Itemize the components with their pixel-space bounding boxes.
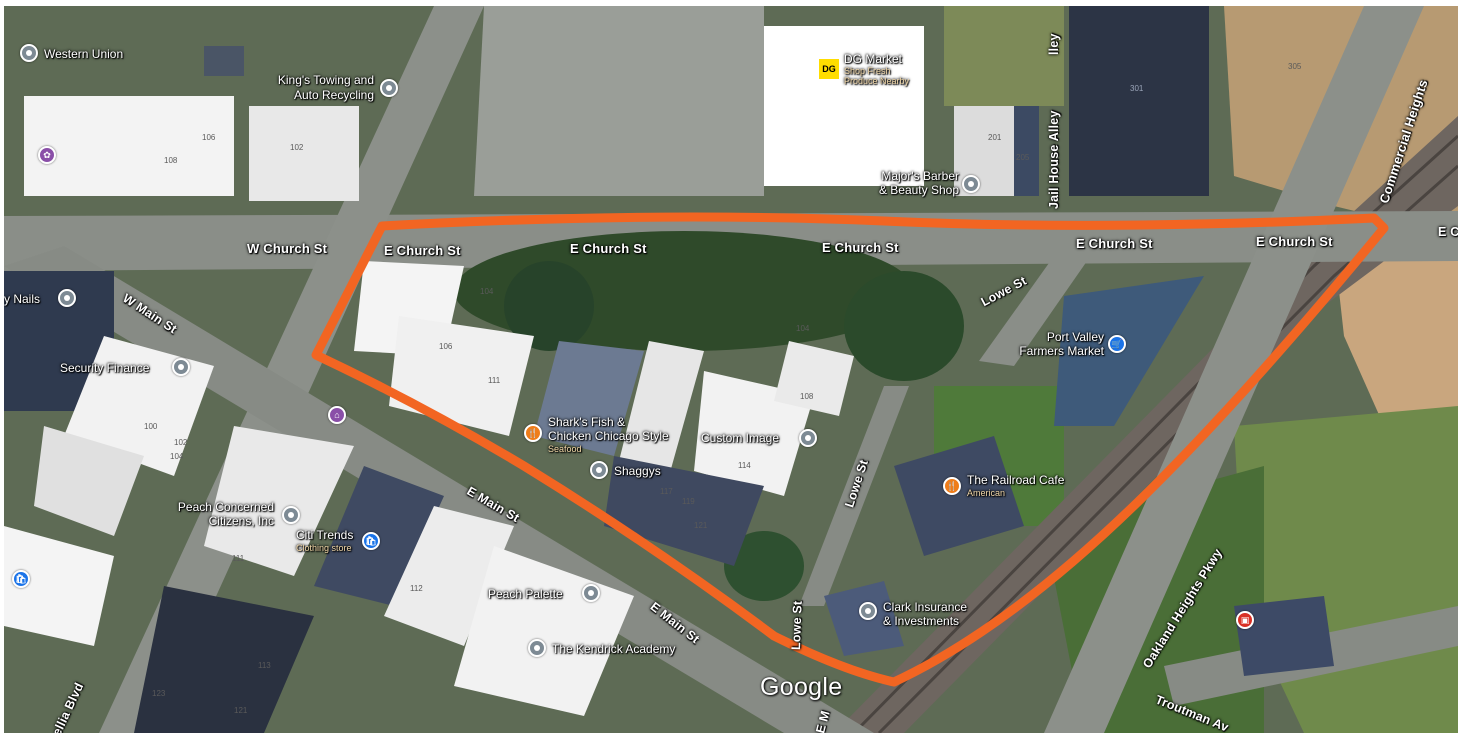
port-valley-shopping-cart-icon[interactable]: 🛒: [1108, 335, 1126, 353]
peach-palette-pin[interactable]: [582, 584, 600, 602]
sharks-label-2[interactable]: Chicken Chicago Style: [548, 429, 669, 443]
railroad-cafe-sub: American: [967, 488, 1006, 498]
dg-market-sub-1: Shop Fresh: [844, 66, 891, 76]
building-number: 305: [1288, 62, 1302, 71]
sharks-restaurant-fork-knife-icon[interactable]: 🍴: [524, 424, 542, 442]
port-valley-label-2[interactable]: Farmers Market: [1019, 344, 1104, 358]
western-union-pin[interactable]: [20, 44, 38, 62]
street-label-jail-house-alley: Jail House Alley: [1047, 110, 1061, 209]
building-number: 111: [488, 376, 501, 385]
sharks-sub: Seafood: [548, 444, 582, 454]
building-number: 121: [234, 706, 248, 715]
western-union-label[interactable]: Western Union: [44, 47, 124, 61]
custom-image-label[interactable]: Custom Image: [701, 431, 780, 445]
nails-label[interactable]: y Nails: [4, 292, 41, 306]
building-number: 113: [258, 661, 271, 670]
building-number: 100: [144, 422, 158, 431]
clark-insurance-pin[interactable]: [859, 602, 877, 620]
building-number: 108: [800, 392, 814, 401]
shaggys-pin[interactable]: [590, 461, 608, 479]
custom-image-pin[interactable]: [799, 429, 817, 447]
citi-trends-label[interactable]: Citi Trends: [296, 528, 354, 542]
street-label-w-church: W Church St: [247, 241, 328, 256]
building-number: 119: [682, 497, 695, 506]
security-finance-label[interactable]: Security Finance: [60, 361, 150, 375]
map-view[interactable]: W Church St E Church St E Church St E Ch…: [4, 6, 1458, 733]
dg-market-logo-icon[interactable]: DG: [819, 59, 839, 79]
highlight-outline: [311, 212, 1389, 687]
majors-barber-pin[interactable]: [962, 175, 980, 193]
building-number: 102: [174, 438, 188, 447]
kings-towing-label-2[interactable]: Auto Recycling: [293, 88, 374, 102]
building-number: 121: [694, 521, 708, 530]
google-logo: Google: [760, 673, 843, 701]
kings-towing-pin[interactable]: [380, 79, 398, 97]
shopping-bag-icon-left[interactable]: 🛍: [12, 570, 30, 588]
building-number: 104: [796, 324, 810, 333]
building-number: 108: [164, 156, 178, 165]
kendrick-academy-label[interactable]: The Kendrick Academy: [552, 642, 676, 656]
citi-trends-shopping-bag-icon[interactable]: 🛍: [362, 532, 380, 550]
building-number: 117: [660, 487, 673, 496]
street-label-e-church-5: E Church St: [1256, 234, 1333, 249]
majors-barber-label-1[interactable]: Major's Barber: [881, 169, 959, 183]
red-place-pin[interactable]: ▣: [1236, 611, 1254, 629]
peach-concerned-pin[interactable]: [282, 506, 300, 524]
building-number: 102: [290, 143, 304, 152]
shaggys-label[interactable]: Shaggys: [614, 464, 661, 478]
kendrick-academy-pin[interactable]: [528, 639, 546, 657]
kings-towing-label-1[interactable]: King's Towing and: [277, 73, 374, 87]
peach-concerned-label-1[interactable]: Peach Concerned: [177, 500, 274, 514]
majors-barber-label-2[interactable]: & Beauty Shop: [878, 183, 959, 197]
satellite-imagery: [4, 6, 1458, 733]
building-number: 114: [738, 461, 751, 470]
building-number: 111: [232, 554, 245, 563]
citi-trends-sub: Clothing store: [296, 543, 352, 553]
building-number: 104: [170, 452, 184, 461]
street-label-e-church-4: E Church St: [1076, 236, 1153, 251]
railroad-cafe-label[interactable]: The Railroad Cafe: [967, 473, 1065, 487]
dg-market-sub-2: Produce Nearby: [844, 76, 910, 86]
street-label-lowe-3: Lowe St: [789, 600, 805, 651]
peach-palette-label[interactable]: Peach Palette: [488, 587, 563, 601]
clark-insurance-label-1[interactable]: Clark Insurance: [883, 600, 968, 614]
civic-pin[interactable]: ⌂: [328, 406, 346, 424]
railroad-cafe-fork-knife-icon[interactable]: 🍴: [943, 477, 961, 495]
building-number: 112: [410, 584, 423, 593]
street-label-e-church-3: E Church St: [822, 240, 899, 255]
shop-pin-left[interactable]: ✿: [38, 146, 56, 164]
security-finance-pin[interactable]: [172, 358, 190, 376]
building-number: 301: [1130, 84, 1144, 93]
nails-pin[interactable]: [58, 289, 76, 307]
port-valley-label-1[interactable]: Port Valley: [1046, 330, 1104, 344]
clark-insurance-label-2[interactable]: & Investments: [883, 614, 960, 628]
building-number: 205: [1016, 153, 1030, 162]
building-number: 106: [202, 133, 216, 142]
street-label-e-church-1: E Church St: [384, 243, 461, 258]
street-label-alley-top: lley: [1047, 33, 1061, 55]
street-label-e-church-edge: E C: [1438, 225, 1458, 239]
building-number: 123: [152, 689, 166, 698]
building-number: 201: [988, 133, 1002, 142]
street-label-e-church-2: E Church St: [570, 241, 647, 256]
sharks-label-1[interactable]: Shark's Fish &: [548, 415, 625, 429]
building-number: 104: [480, 287, 494, 296]
peach-concerned-label-2[interactable]: Citizens, Inc: [208, 514, 274, 528]
building-number: 106: [439, 342, 453, 351]
dg-market-label[interactable]: DG Market: [844, 52, 903, 66]
